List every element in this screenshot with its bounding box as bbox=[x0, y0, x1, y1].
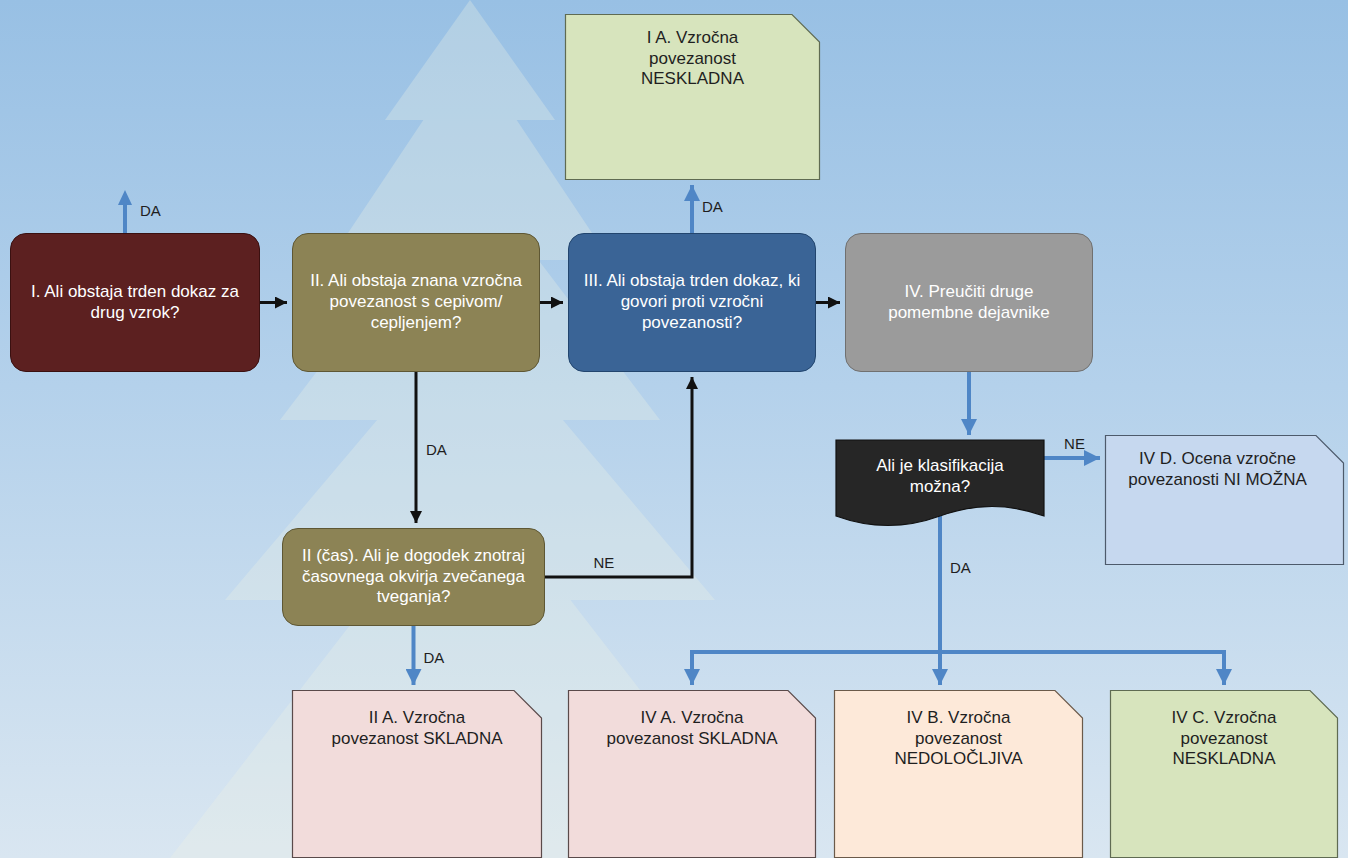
shape-path bbox=[836, 440, 1044, 526]
shape-path bbox=[835, 691, 1083, 858]
connector-arrow bbox=[412, 626, 416, 685]
result-note: IV C. Vzročna povezanost NESKLADNA bbox=[1110, 690, 1338, 858]
node-text: III. Ali obstaja trden dokaz, ki govori … bbox=[583, 271, 801, 333]
node-text: IV D. Ocena vzročne povezanosti NI MOŽNA bbox=[1121, 449, 1314, 490]
node-text: I A. Vzročna povezanost NESKLADNA bbox=[613, 28, 772, 90]
edge-label: DA bbox=[702, 198, 723, 216]
shape-path bbox=[566, 15, 820, 180]
edge-label: NE bbox=[593, 554, 614, 572]
process-box: IV. Preučiti druge pomembne dejavnike bbox=[845, 233, 1093, 372]
connector-arrow bbox=[540, 301, 563, 304]
edge-label: DA bbox=[950, 559, 971, 577]
result-note: IV D. Ocena vzročne povezanosti NI MOŽNA bbox=[1105, 435, 1344, 565]
decision-flag: Ali je klasifikacija možna? bbox=[836, 440, 1044, 535]
connector-arrow bbox=[690, 185, 694, 233]
result-note: IV A. Vzročna povezanost SKLADNA bbox=[568, 690, 816, 858]
connector-arrow bbox=[415, 372, 418, 523]
result-note: IV B. Vzročna povezanost NEDOLOČLJIVA bbox=[834, 690, 1083, 858]
connector-arrow bbox=[692, 516, 940, 685]
question-box: II. Ali obstaja znana vzročna povezanost… bbox=[292, 233, 540, 372]
node-text: IV A. Vzročna povezanost SKLADNA bbox=[598, 708, 786, 749]
question-box: III. Ali obstaja trden dokaz, ki govori … bbox=[568, 233, 816, 372]
result-note: II A. Vzročna povezanost SKLADNA bbox=[292, 690, 542, 858]
node-text: I. Ali obstaja trden dokaz za drug vzrok… bbox=[27, 282, 243, 323]
node-text: II (čas). Ali je dogodek znotraj časovne… bbox=[297, 546, 530, 608]
question-box: II (čas). Ali je dogodek znotraj časovne… bbox=[282, 528, 545, 626]
connector-arrow bbox=[260, 301, 287, 304]
connector-arrow bbox=[967, 372, 971, 435]
connector-arrow bbox=[545, 377, 692, 577]
arrow-label: DA bbox=[140, 202, 161, 220]
edge-label: DA bbox=[424, 649, 445, 667]
shape-path bbox=[569, 691, 816, 858]
edge-label: DA bbox=[426, 441, 447, 459]
node-text: Ali je klasifikacija možna? bbox=[856, 456, 1024, 497]
node-text: IV B. Vzročna povezanost NEDOLOČLJIVA bbox=[864, 708, 1053, 770]
arrowhead bbox=[118, 190, 132, 205]
node-text: IV C. Vzročna povezanost NESKLADNA bbox=[1146, 708, 1302, 770]
shape-path bbox=[1106, 436, 1344, 565]
connector-arrow bbox=[1044, 456, 1100, 460]
connector-arrow bbox=[816, 301, 840, 304]
node-text: II A. Vzročna povezanost SKLADNA bbox=[326, 708, 508, 749]
node-text: II. Ali obstaja znana vzročna povezanost… bbox=[307, 271, 525, 333]
shape-path bbox=[293, 691, 542, 858]
node-text: IV. Preučiti druge pomembne dejavnike bbox=[862, 282, 1076, 323]
question-box: I. Ali obstaja trden dokaz za drug vzrok… bbox=[10, 233, 260, 372]
edge-label: NE bbox=[1064, 435, 1085, 453]
shape-path bbox=[1111, 691, 1338, 858]
result-note: I A. Vzročna povezanost NESKLADNA bbox=[565, 14, 820, 180]
orphan-arrow-line bbox=[123, 204, 127, 233]
